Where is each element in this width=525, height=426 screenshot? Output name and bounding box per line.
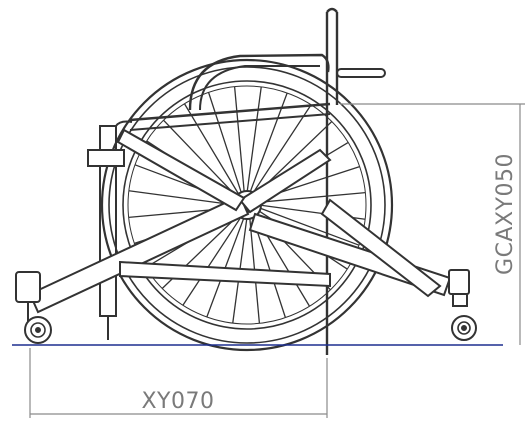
wheel-spoke: [258, 191, 366, 203]
back-post-cap: [326, 7, 338, 13]
wheel-spoke: [183, 103, 241, 196]
wheel-spoke: [258, 207, 360, 246]
wheel-rim-inner: [127, 85, 367, 325]
horizontal-dimension: [29, 348, 328, 418]
vertical-dimension-label: GCAXY050: [493, 153, 518, 275]
rear-caster-axle: [461, 325, 467, 331]
push-handle: [336, 68, 386, 78]
wheel-rim: [122, 80, 372, 330]
wheel-spoke: [249, 92, 288, 194]
wheel-spoke: [206, 216, 245, 318]
horizontal-dimension-label: XY070: [141, 389, 214, 414]
backrest-tube-inner: [199, 65, 320, 111]
wheel-spoke: [233, 86, 245, 194]
wheel-spoke: [207, 92, 243, 195]
rear-caster-fork: [452, 293, 468, 307]
back-diagonal-tube: [320, 198, 442, 298]
diagonal-tubes: [28, 128, 452, 314]
front-caster-axle: [35, 327, 41, 333]
wheel-spoke: [182, 215, 243, 306]
wheel-spoke: [128, 190, 236, 206]
wheel-spoke: [251, 104, 312, 195]
rear-caster: [448, 269, 477, 341]
vertical-dimension: [340, 103, 525, 345]
seat-rail-lower: [129, 113, 331, 131]
wheel-spoke: [246, 86, 262, 194]
upper-brace: [238, 148, 332, 214]
wheel-tire-outer: [100, 58, 394, 352]
front-brace: [116, 128, 246, 212]
front-caster-fork: [15, 271, 41, 303]
front-caster: [15, 271, 52, 344]
backrest-tube: [188, 53, 330, 111]
seat-rail: [129, 102, 331, 122]
front-diagonal-tube: [28, 194, 250, 314]
seat-back: [129, 7, 386, 355]
front-frame: [87, 120, 133, 340]
front-bend: [115, 120, 133, 127]
bottom-crossbar: [119, 260, 331, 288]
rear-caster-mount: [448, 269, 470, 295]
wheel-spoke: [163, 119, 239, 198]
front-bracket: [87, 149, 125, 167]
